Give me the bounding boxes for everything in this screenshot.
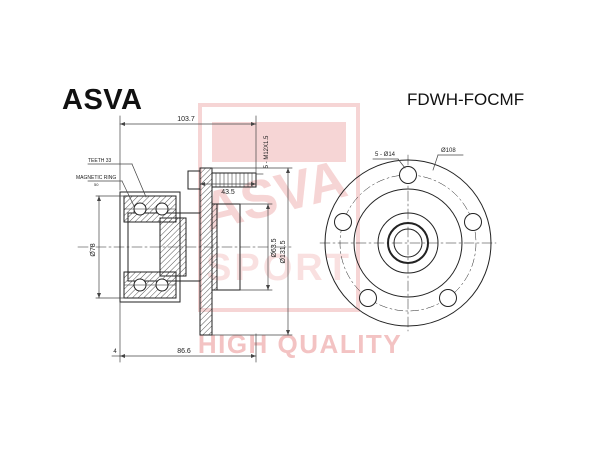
bolt-hole	[439, 289, 457, 307]
dimension-lines	[87, 115, 293, 363]
dim-bolt-holes: 5 - Ø14	[375, 152, 396, 158]
dim-flange-dia: Ø131.5	[280, 240, 287, 263]
dim-overall-length: 103.7	[177, 116, 195, 123]
flange-plate	[199, 167, 213, 336]
bearing-lower	[123, 271, 177, 299]
dim-offset-small: 4	[113, 349, 117, 355]
dim-pcd: Ø108	[441, 148, 456, 154]
hub-outer	[353, 188, 463, 298]
front-leaders	[372, 154, 464, 171]
bolt-hole	[399, 166, 417, 184]
bearing-upper	[123, 195, 177, 223]
callout-magnetic-ring-sub: 50	[94, 182, 99, 187]
callout-magnetic-ring: MAGNETIC RING	[76, 175, 116, 181]
dim-pilot-dia: Ø63.5	[271, 238, 278, 257]
watermark-logo-subtext: SPORT	[206, 247, 352, 289]
bolt-holes	[334, 166, 482, 307]
dim-hub-length: 86.6	[177, 348, 191, 355]
brand-logo: ASVA	[62, 84, 143, 116]
bearing-housing	[119, 191, 181, 303]
dim-stud-thread: 5 - M12X1.5	[264, 135, 270, 168]
part-number: FDWH-FOCMF	[407, 90, 525, 109]
side-section-view	[77, 167, 293, 336]
bolt-hole	[464, 213, 482, 231]
watermark-tagline: HIGH QUALITY	[198, 329, 402, 359]
wheel-stud	[187, 170, 257, 190]
bolt-hole	[334, 213, 352, 231]
dim-bearing-dia: Ø78	[90, 243, 97, 256]
dim-stud-offset: 43.5	[221, 189, 235, 196]
callout-teeth: TEETH 33	[88, 158, 112, 164]
dimension-arrows	[97, 122, 290, 358]
bolt-hole	[359, 289, 377, 307]
